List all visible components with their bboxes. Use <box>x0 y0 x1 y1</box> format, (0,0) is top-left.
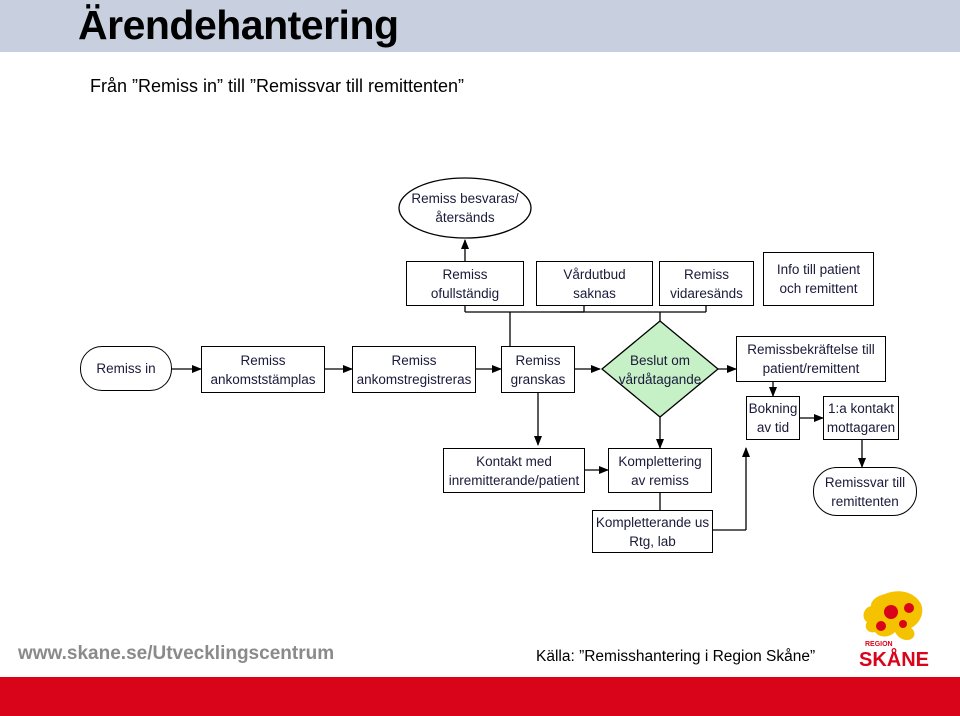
node-info: Info till patient och remittent <box>763 252 874 306</box>
node-forsta-kontakt: 1:a kontakt mottagaren <box>823 396 899 440</box>
node-ankomstregistreras: Remiss ankomstregistreras <box>352 346 476 393</box>
page-title: Ärendehantering <box>78 2 399 48</box>
logo-big-text: SKÅNE <box>859 647 929 670</box>
node-granskas: Remiss granskas <box>501 346 575 393</box>
logo-small-text: REGION <box>865 641 893 648</box>
page-subtitle: Från ”Remiss in” till ”Remissvar till re… <box>90 76 465 96</box>
footer-source: Källa: ”Remisshantering i Region Skåne” <box>536 648 816 665</box>
node-vardutbud: Vårdutbud saknas <box>536 261 653 306</box>
griffin-icon <box>863 591 923 640</box>
footer-bar <box>0 677 960 716</box>
node-remiss-in: Remiss in <box>80 346 172 391</box>
decision-diamond <box>600 320 720 418</box>
node-besvaras: Remiss besvaras/återsänds <box>411 191 519 225</box>
node-remissvar: Remissvar till remittenten <box>813 467 917 516</box>
title-bar <box>0 0 960 52</box>
region-skane-logo: REGION SKÅNE <box>859 591 929 670</box>
node-ofullstandig: Remiss ofullständig <box>406 261 524 306</box>
node-kontakt-med: Kontakt med inremitterande/patient <box>443 448 585 493</box>
node-bokning: Bokning av tid <box>746 396 800 440</box>
node-komplettering: Komplettering av remiss <box>608 448 712 493</box>
node-kompletterande-us: Kompletterande us Rtg, lab <box>592 510 713 553</box>
besvaras-ellipse <box>398 177 532 239</box>
footer-url: www.skane.se/Utvecklingscentrum <box>18 643 335 664</box>
node-bekraftelse: Remissbekräftelse till patient/remittent <box>736 336 886 382</box>
node-beslut: Beslut om vårdåtagande <box>618 353 702 387</box>
node-vidaresands: Remiss vidaresänds <box>659 261 754 306</box>
node-ankomststamplas: Remiss ankomststämplas <box>201 346 325 393</box>
